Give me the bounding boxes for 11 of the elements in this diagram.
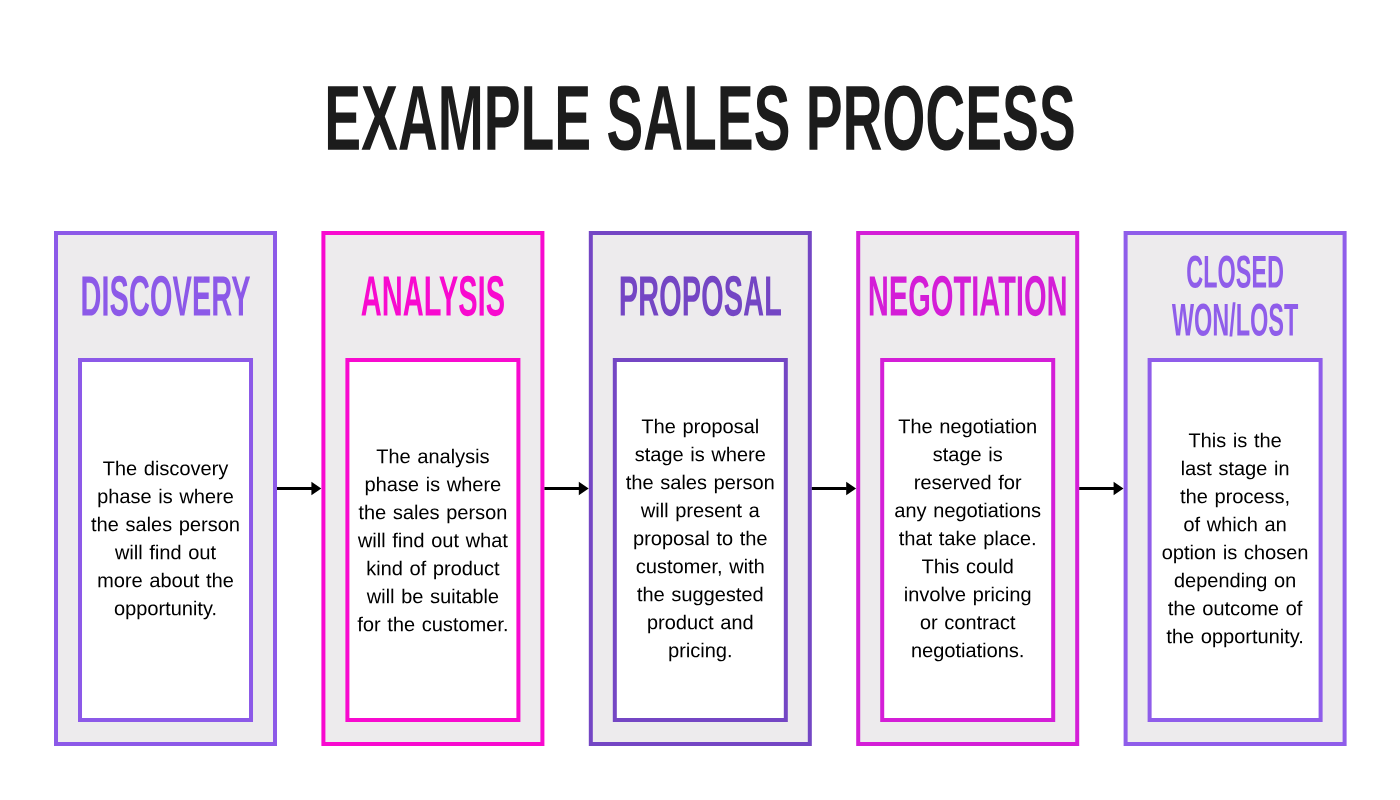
stage-heading: CLOSED WON/LOST (1171, 255, 1299, 337)
description-box: This is the last stage in the process, of which an option is chosen depending on the outcome of the opportunity. (1147, 358, 1323, 722)
title: EXAMPLE SALES PROCESS (327, 85, 1074, 151)
stage-heading: DISCOVERY (82, 275, 251, 317)
description-box: The discovery phase is where the sales person will find out more about the opportunity. (78, 358, 253, 722)
stage-heading: PROPOSAL (620, 275, 781, 317)
stage-heading: NEGOTIATION (869, 275, 1066, 317)
description-box: The proposal stage is where the sales person will present a proposal to the customer, with the suggested product and pricing. (612, 358, 788, 722)
stage-heading: ANALYSIS (361, 275, 504, 317)
description-box: The analysis phase is where the sales person will find out what kind of product will be suitable for the customer. (345, 358, 521, 722)
description-box: The negotiation stage is reserved for any negotiations that take place. This could involve pricing or contract negotiations. (880, 358, 1056, 722)
